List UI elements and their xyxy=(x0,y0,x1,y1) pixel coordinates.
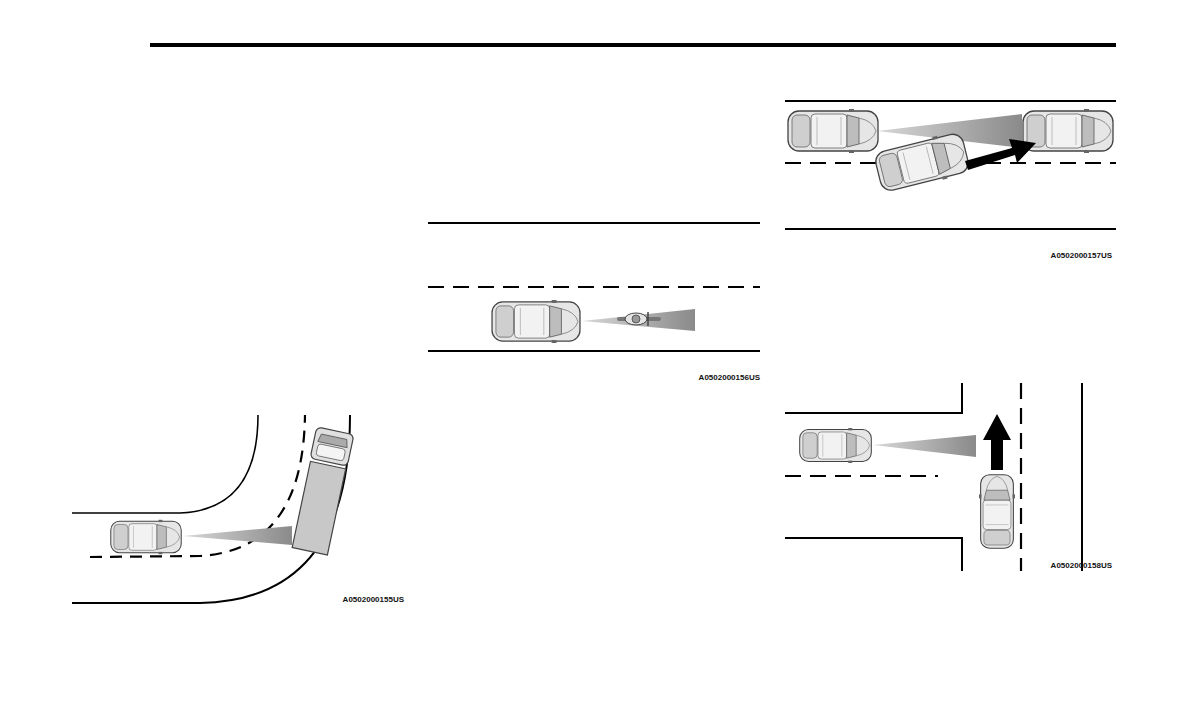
car xyxy=(111,520,181,554)
sensor-cone xyxy=(183,526,292,545)
sensor-cone xyxy=(873,435,976,457)
car xyxy=(800,428,872,463)
motorcycle xyxy=(617,312,661,326)
arrow xyxy=(965,139,1036,170)
car xyxy=(492,300,580,343)
car xyxy=(1023,109,1113,153)
figure-code: A0502000155US xyxy=(343,596,404,604)
car xyxy=(979,475,1015,549)
cut-in-scene xyxy=(785,101,1116,229)
car xyxy=(788,109,878,153)
header-rule xyxy=(150,43,1116,47)
figure-code: A0502000158US xyxy=(1051,562,1112,570)
figure-code: A0502000157US xyxy=(1051,252,1112,260)
sensor-cone xyxy=(582,309,695,331)
intersection-scene xyxy=(785,383,1082,571)
car xyxy=(873,130,971,194)
arrow xyxy=(983,414,1011,470)
figure-code: A0502000156US xyxy=(699,374,760,382)
lane-scene xyxy=(428,223,760,351)
truck xyxy=(291,427,354,555)
